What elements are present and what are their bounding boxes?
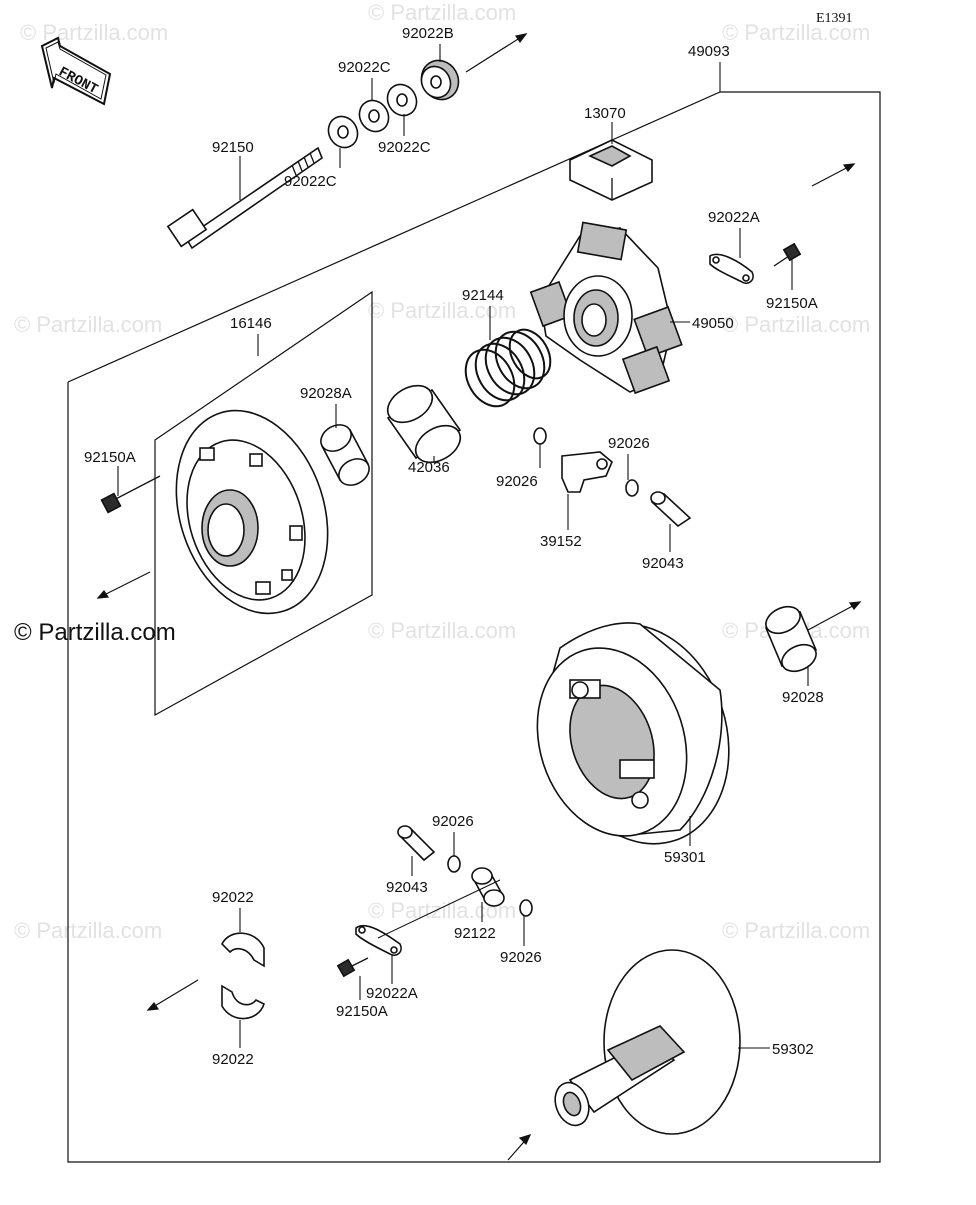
bracket-icon — [355, 924, 402, 957]
part-label: 42036 — [408, 459, 450, 476]
bushing-icon — [320, 424, 370, 486]
watermark: © Partzilla.com — [722, 20, 870, 45]
watermark: © Partzilla.com — [368, 298, 516, 323]
small-bolt-icon — [336, 957, 369, 978]
part-label: 92144 — [462, 287, 504, 304]
pin-icon — [397, 825, 436, 862]
part-label: 92150 — [212, 139, 254, 156]
part-labels: 49093 92022B 92022C 92022C 92022C 92150 … — [84, 25, 824, 1068]
part-label: 92022 — [212, 1051, 254, 1068]
direction-arrows — [96, 33, 862, 1161]
part-label: 92150A — [766, 295, 818, 312]
part-label: 92026 — [432, 813, 474, 830]
ring-icon — [447, 855, 461, 873]
half-ring-icon — [221, 984, 265, 1020]
part-label: 59301 — [664, 849, 706, 866]
spring-icon — [464, 328, 552, 408]
collar-icon — [471, 867, 505, 907]
fixed-sheave-icon — [554, 949, 741, 1135]
part-label: 39152 — [540, 533, 582, 550]
part-label: 16146 — [230, 315, 272, 332]
bushing-icon — [764, 605, 818, 673]
part-label: 92028A — [300, 385, 352, 402]
ring-icon — [625, 479, 639, 497]
part-label: 92043 — [386, 879, 428, 896]
washer-icon — [386, 83, 418, 117]
washer-icon — [358, 99, 390, 133]
part-label: 92022C — [338, 59, 391, 76]
part-label: 92026 — [608, 435, 650, 452]
movable-sheave-icon — [536, 622, 730, 845]
small-bolt-icon — [100, 475, 161, 514]
part-label: 92026 — [500, 949, 542, 966]
part-label: 92022A — [366, 985, 418, 1002]
pin-icon — [650, 491, 692, 528]
bracket-icon — [709, 253, 754, 285]
spider-icon — [529, 221, 683, 395]
part-label: 92043 — [642, 555, 684, 572]
watermark: © Partzilla.com — [368, 618, 516, 643]
washer-icon — [327, 115, 359, 149]
weight-arm-icon — [561, 451, 613, 493]
watermark-main: © Partzilla.com — [14, 619, 176, 646]
part-label: 92026 — [496, 473, 538, 490]
half-ring-icon — [221, 932, 265, 968]
part-label: 92150A — [84, 449, 136, 466]
washer-icon — [420, 59, 460, 101]
part-label: 92022C — [378, 139, 431, 156]
part-label: 92022B — [402, 25, 454, 42]
diagram-code: E1391 — [816, 11, 853, 26]
ring-icon — [519, 899, 533, 917]
part-label: 59302 — [772, 1041, 814, 1058]
watermark: © Partzilla.com — [722, 312, 870, 337]
part-label: 13070 — [584, 105, 626, 122]
bolt-icon — [166, 146, 323, 250]
front-arrow-icon: FRONT — [40, 36, 112, 106]
sub-outline — [154, 290, 373, 717]
watermark: © Partzilla.com — [722, 918, 870, 943]
part-label: 92150A — [336, 1003, 388, 1020]
slider-block-icon — [569, 139, 653, 201]
watermark: © Partzilla.com — [20, 20, 168, 45]
part-label: 92122 — [454, 925, 496, 942]
part-label: 92022 — [212, 889, 254, 906]
watermark: © Partzilla.com — [14, 312, 162, 337]
part-label: 92028 — [782, 689, 824, 706]
leader-lines — [117, 44, 809, 1049]
part-label: 92022C — [284, 173, 337, 190]
watermark: © Partzilla.com — [14, 918, 162, 943]
cover-plate-icon — [175, 409, 329, 615]
part-label: 92022A — [708, 209, 760, 226]
watermark: © Partzilla.com — [368, 0, 516, 25]
collar-icon — [386, 384, 462, 464]
part-label: 49093 — [688, 43, 730, 60]
part-label: 49050 — [692, 315, 734, 332]
ring-icon — [533, 427, 547, 445]
small-bolt-icon — [773, 242, 802, 267]
